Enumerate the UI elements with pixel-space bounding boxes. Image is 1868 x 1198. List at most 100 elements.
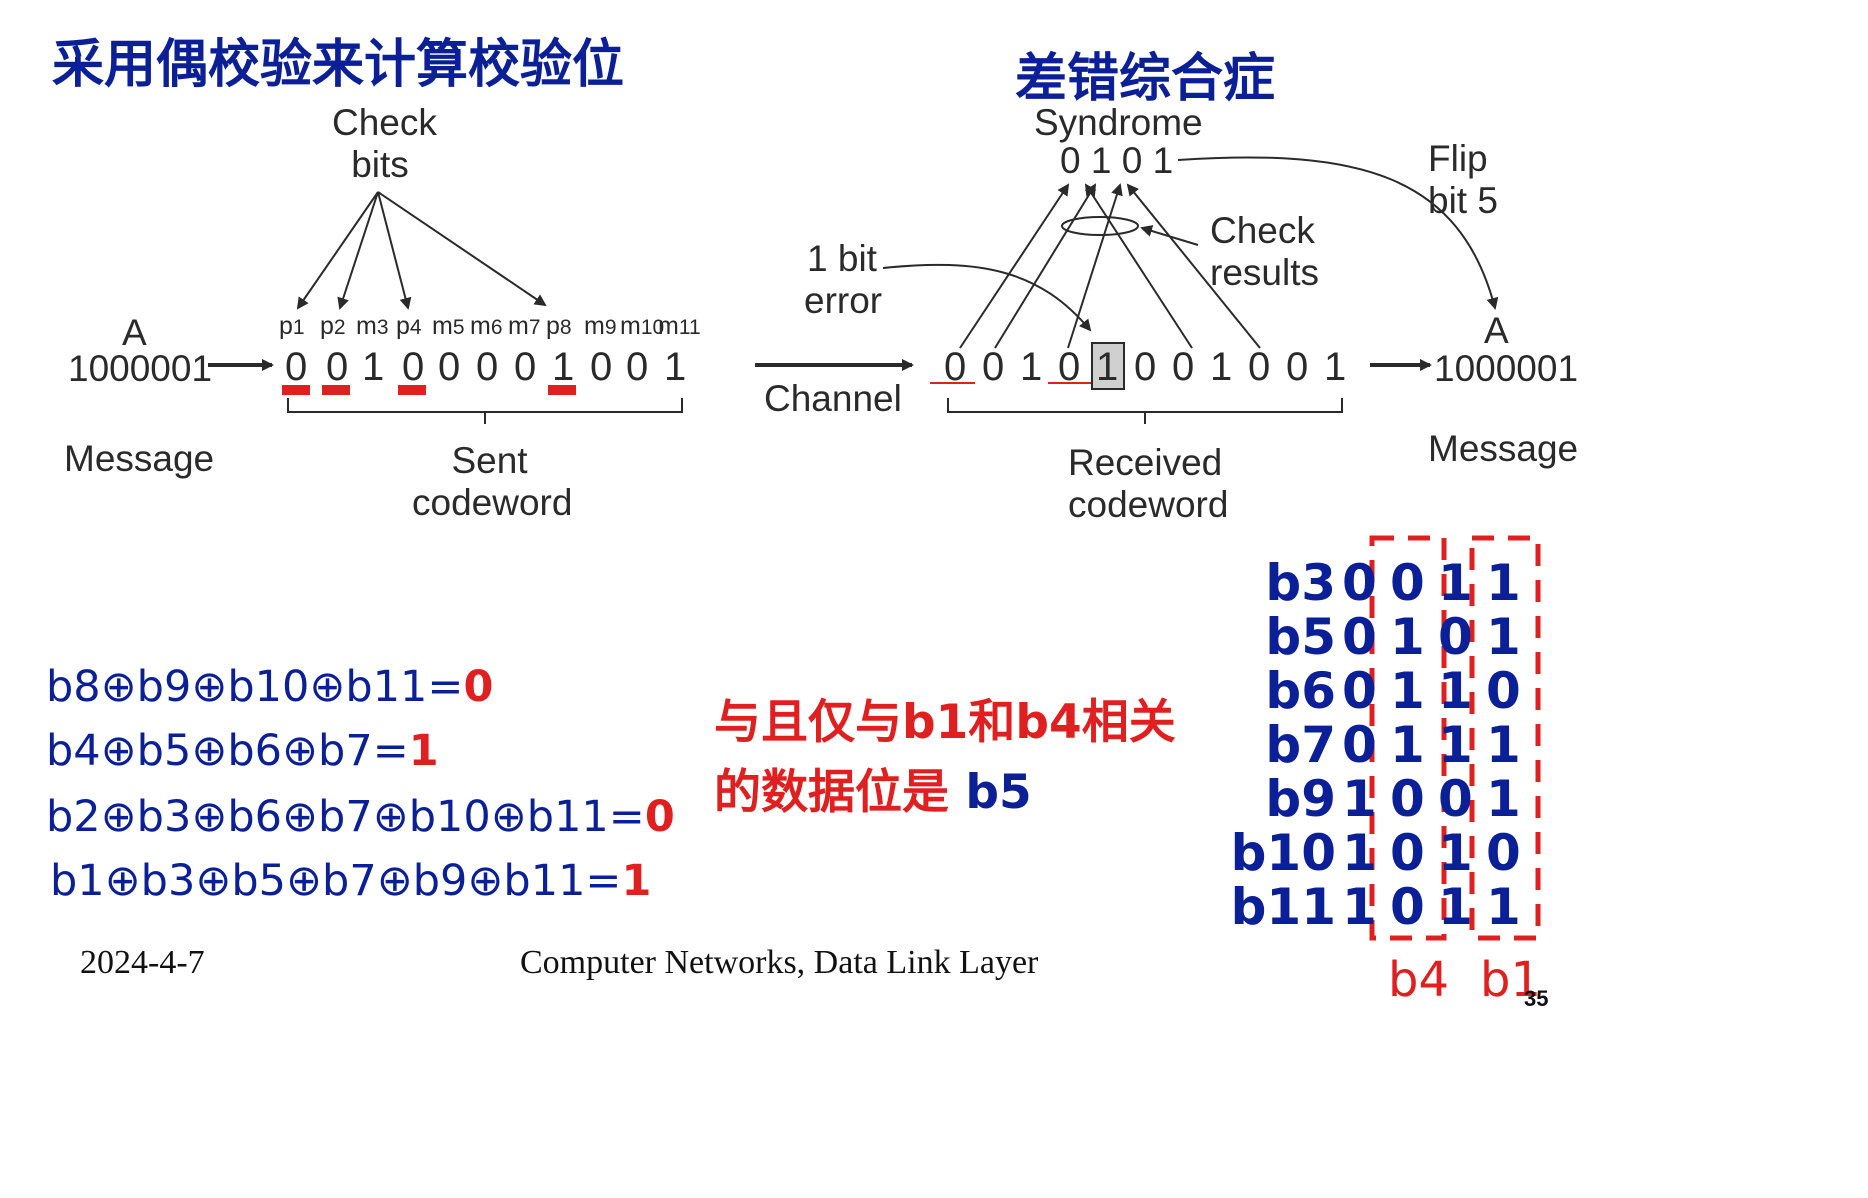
b5-note: 与且仅与b1和b4相关 的数据位是 b5 <box>714 695 1176 820</box>
received-bit: 0 <box>1058 345 1081 389</box>
position-label-m10: m10 <box>620 312 665 340</box>
bit-table-cell: 0 <box>1486 662 1521 720</box>
bit-table-cell: 0 <box>1390 770 1425 828</box>
bit-table-cell: 1 <box>1438 824 1473 882</box>
bit-table-row-label: b3 <box>1265 554 1336 612</box>
received-bit: 0 <box>1286 345 1309 389</box>
equation-2: b4⊕b5⊕b6⊕b7=1 <box>46 726 439 776</box>
message-label-right: Message <box>1428 428 1579 469</box>
bit-table-row-label: b11 <box>1230 878 1336 936</box>
check-results-ellipse <box>1061 216 1139 236</box>
position-label-m11: m11 <box>658 312 701 340</box>
check-bit-arrow-p4 <box>377 191 412 310</box>
position-label-p8: p8 <box>546 312 572 340</box>
bit-table-cell: 0 <box>1486 824 1521 882</box>
position-label-p2: p2 <box>320 312 346 340</box>
sent-codeword-brace <box>287 398 683 424</box>
bit-table-cell: 1 <box>1342 878 1377 936</box>
channel-label: Channel <box>764 378 902 419</box>
bit-table-cell: 0 <box>1390 878 1425 936</box>
syndrome-value: 0 1 0 1 <box>1060 140 1174 181</box>
sent-bit: 1 <box>552 345 575 389</box>
bit-table-cell: 1 <box>1438 878 1473 936</box>
received-bit: 0 <box>1248 345 1271 389</box>
sent-bit: 0 <box>476 345 499 389</box>
bit-table-cell: 1 <box>1486 716 1521 774</box>
sent-bit: 0 <box>514 345 537 389</box>
position-label-p4: p4 <box>396 312 422 340</box>
equation-3: b2⊕b3⊕b6⊕b7⊕b10⊕b11=0 <box>46 792 675 842</box>
bit-table-cell: 1 <box>1438 554 1473 612</box>
bit-table-cell: 1 <box>1438 716 1473 774</box>
sent-bit: 0 <box>285 345 308 389</box>
received-codeword-brace <box>947 398 1343 424</box>
bit-table-cell: 1 <box>1486 608 1521 666</box>
position-label-m3: m3 <box>356 312 389 340</box>
message-letter-left: A <box>122 312 147 353</box>
received-error-bit: 1 <box>1096 345 1119 389</box>
bit-table-row-label: b10 <box>1230 824 1336 882</box>
footer-course: Computer Networks, Data Link Layer <box>520 944 1039 981</box>
sent-bit: 0 <box>326 345 349 389</box>
sent-bit: 1 <box>664 345 687 389</box>
check-results-label: Check results <box>1210 210 1319 293</box>
bit-table-cell: 1 <box>1486 554 1521 612</box>
received-bit: 1 <box>1210 345 1233 389</box>
bit-table-row-label: b6 <box>1265 662 1336 720</box>
received-bit: 1 <box>1020 345 1043 389</box>
message-value-right: 1000001 <box>1434 348 1579 389</box>
syndrome-label: Syndrome <box>1034 102 1203 143</box>
sent-bit: 0 <box>590 345 613 389</box>
left-title: 采用偶校验来计算校验位 <box>52 35 625 95</box>
check-bits-label: Check bits <box>332 102 437 185</box>
received-codeword-label: Received codeword <box>1068 442 1229 525</box>
b1-column-box <box>1469 535 1541 941</box>
bit-table-cell: 1 <box>1342 770 1377 828</box>
b1-column-label: b1 <box>1480 952 1542 1008</box>
bit-table-cell: 1 <box>1390 662 1425 720</box>
bit-table-cell: 0 <box>1390 554 1425 612</box>
message-value-left: 1000001 <box>68 348 213 389</box>
right-title: 差错综合症 <box>1015 49 1276 109</box>
check-bit-arrow-p2 <box>337 191 379 310</box>
position-label-m7: m7 <box>508 312 541 340</box>
message-label-left: Message <box>64 438 215 479</box>
sent-bit: 0 <box>438 345 461 389</box>
equation-1: b8⊕b9⊕b10⊕b11=0 <box>46 662 494 712</box>
bit-table-cell: 0 <box>1342 554 1377 612</box>
bit-table-cell: 1 <box>1486 770 1521 828</box>
received-bit: 1 <box>1324 345 1347 389</box>
flip-bit-arrow <box>1177 156 1499 310</box>
bit-table-row-label: b7 <box>1265 716 1336 774</box>
position-label-m9: m9 <box>584 312 617 340</box>
bit-table-row-label: b5 <box>1265 608 1336 666</box>
bit-table-cell: 1 <box>1342 824 1377 882</box>
flip-bit-label: Flip bit 5 <box>1428 138 1498 221</box>
sent-codeword-label: Sent codeword <box>412 440 573 523</box>
position-label-m5: m5 <box>432 312 465 340</box>
bit-table-cell: 1 <box>1438 662 1473 720</box>
bit-error-arrow <box>882 263 1092 332</box>
check-bit-arrow-p8 <box>377 191 547 307</box>
bit-error-label: 1 bit error <box>804 238 883 321</box>
b4-column-box <box>1369 535 1447 941</box>
check-results-arrow <box>1140 225 1199 246</box>
received-bit: 0 <box>944 345 967 389</box>
page-number: 35 <box>1524 986 1549 1011</box>
bit-table-cell: 1 <box>1390 608 1425 666</box>
received-bit: 0 <box>1134 345 1157 389</box>
equation-4: b1⊕b3⊕b5⊕b7⊕b9⊕b11=1 <box>50 856 652 906</box>
error-bit-box <box>1091 342 1125 390</box>
sent-bit: 1 <box>362 345 385 389</box>
bit-table-cell: 1 <box>1486 878 1521 936</box>
bit-table-cell: 1 <box>1390 716 1425 774</box>
position-label-m6: m6 <box>470 312 503 340</box>
position-label-p1: p1 <box>279 312 305 340</box>
bit-table-cell: 0 <box>1390 824 1425 882</box>
bit-table-cell: 0 <box>1342 716 1377 774</box>
received-bit: 0 <box>982 345 1005 389</box>
sent-bit: 0 <box>402 345 425 389</box>
check-bit-arrow-p1 <box>296 191 379 310</box>
bit-table-cell: 0 <box>1438 608 1473 666</box>
